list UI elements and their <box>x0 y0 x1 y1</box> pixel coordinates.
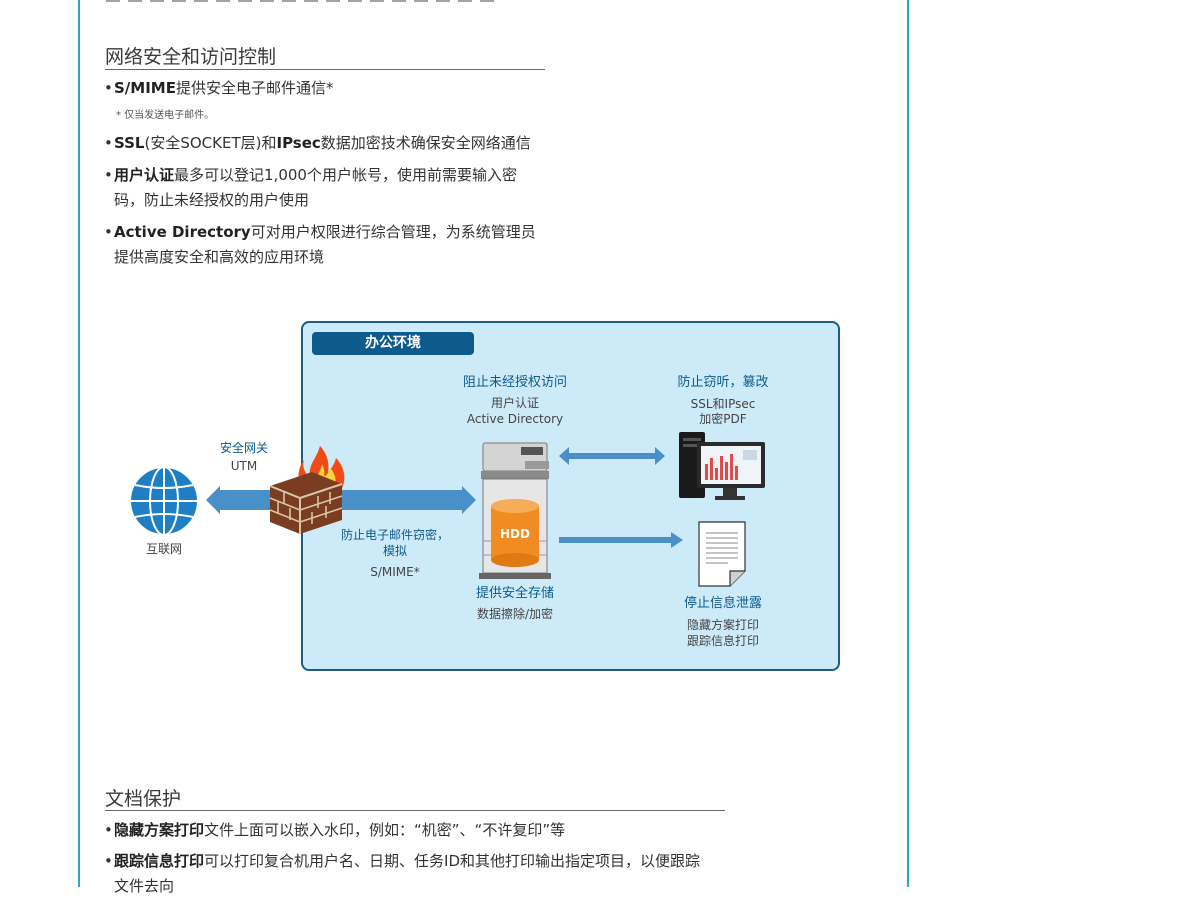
computer-icon <box>679 432 765 500</box>
right-border <box>907 0 909 887</box>
access-control-sub-2: Active Directory <box>466 412 564 426</box>
eavesdrop-sub-1: SSL和IPsec <box>690 397 756 411</box>
office-environment-label: 办公环境 <box>312 332 474 355</box>
bullet-ssl-ipsec: •SSL(安全SOCKET层)和IPsec数据加密技术确保安全网络通信 <box>104 134 531 152</box>
firewall-icon <box>269 446 345 534</box>
section-title-network-security: 网络安全和访问控制 <box>105 46 277 68</box>
document-icon <box>698 521 746 587</box>
bullet-user-auth: •用户认证最多可以登记1,000个用户帐号，使用前需要输入密 码，防止未经授权的… <box>104 166 517 209</box>
bullet-hidden-pattern-print: •隐藏方案打印文件上面可以嵌入水印，例如：“机密”、“不许复印”等 <box>104 821 566 839</box>
footnote: * 仅当发送电子邮件。 <box>116 110 215 121</box>
bidirectional-arrow <box>559 447 665 465</box>
bullet-smime: •S/MIME提供安全电子邮件通信* <box>104 79 334 97</box>
bullet-active-directory: •Active Directory可对用户权限进行综合管理，为系统管理员 提供高… <box>104 223 536 266</box>
eavesdrop-title: 防止窃听，篡改 <box>677 375 769 390</box>
internet-label: 互联网 <box>145 542 182 556</box>
hdd-label: HDD <box>500 527 530 541</box>
section-divider <box>105 69 545 70</box>
eavesdrop-sub-2: 加密PDF <box>699 412 747 426</box>
access-control-title: 阻止未经授权访问 <box>462 375 567 390</box>
leak-prevention-title: 停止信息泄露 <box>683 596 762 611</box>
secure-storage-title: 提供安全存储 <box>475 586 554 601</box>
email-protection-title: 防止电子邮件窃密，模拟 <box>340 528 449 558</box>
email-protection-subtitle: S/MIME* <box>370 565 420 579</box>
leak-prevention-sub-2: 跟踪信息打印 <box>686 634 759 648</box>
left-border <box>78 0 80 887</box>
section-divider <box>105 810 725 811</box>
output-arrow <box>559 532 683 548</box>
leak-prevention-sub-1: 隐藏方案打印 <box>686 618 759 632</box>
globe-icon <box>129 466 199 536</box>
gateway-subtitle: UTM <box>230 459 258 473</box>
access-control-sub-1: 用户认证 <box>490 396 539 410</box>
section-title-document-protection: 文档保护 <box>105 788 182 810</box>
gateway-title: 安全网关 <box>219 441 268 455</box>
bullet-tracking-info-print: •跟踪信息打印可以打印复合机用户名、日期、任务ID和其他打印输出指定项目，以便跟… <box>104 852 700 895</box>
secure-storage-subtitle: 数据擦除/加密 <box>476 607 554 621</box>
hdd-icon <box>491 499 539 567</box>
cropped-top-text <box>106 0 496 2</box>
